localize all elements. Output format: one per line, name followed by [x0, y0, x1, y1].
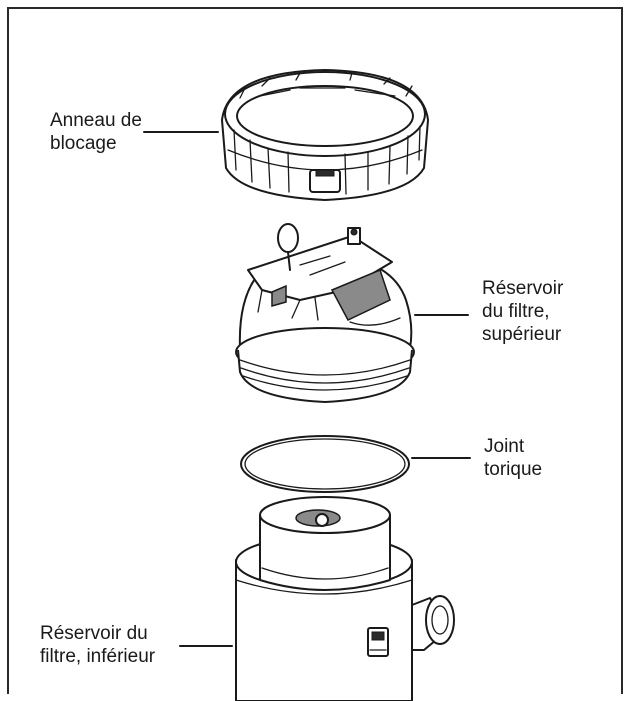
leader-lines [143, 131, 471, 647]
label-upper-tank: Réservoir du filtre, supérieur [482, 278, 564, 345]
lower-tank-drawing [235, 496, 455, 701]
figure-border [7, 7, 623, 694]
o-ring-drawing [240, 435, 410, 493]
locking-ring-drawing [221, 69, 429, 201]
label-o-ring: Joint torique [484, 436, 543, 480]
label-locking-ring: Anneau de blocage [50, 110, 142, 154]
upper-tank-drawing [235, 223, 415, 403]
label-lower-tank: Réservoir du filtre, inférieur [40, 623, 156, 667]
